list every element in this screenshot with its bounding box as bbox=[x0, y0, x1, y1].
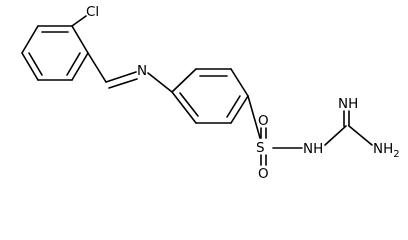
bond bbox=[171, 91, 197, 124]
c-nh2-bond bbox=[348, 125, 373, 146]
aromatic-inner-bond bbox=[226, 95, 241, 118]
bond bbox=[230, 95, 249, 124]
amino-subscript-2: 2 bbox=[393, 149, 399, 160]
bond bbox=[71, 25, 89, 54]
nh-to-c-bond bbox=[324, 125, 347, 146]
sulfur-atom-label: S bbox=[256, 140, 265, 156]
phenylene-ring bbox=[171, 68, 249, 124]
amino-nh2-label: NH2 bbox=[373, 141, 400, 160]
bond bbox=[21, 52, 39, 81]
oxygen-bottom-label: O bbox=[258, 166, 269, 182]
bond bbox=[171, 68, 197, 93]
chlorophenyl-ring bbox=[21, 25, 89, 81]
bond bbox=[230, 68, 249, 97]
bond bbox=[71, 52, 89, 81]
oxygen-top-label: O bbox=[258, 113, 269, 129]
chemical-structure: Cl N S O O NH NH NH2 bbox=[21, 4, 400, 182]
chlorine-atom-label: Cl bbox=[86, 4, 99, 20]
imine-nitrogen-label: N bbox=[137, 63, 147, 79]
ring-to-s-bond bbox=[247, 95, 261, 139]
ring-to-ch-bond bbox=[87, 52, 107, 83]
n-to-ring-bond bbox=[147, 72, 173, 93]
amino-nh-text: NH bbox=[373, 141, 393, 157]
aromatic-inner-bond bbox=[66, 52, 81, 76]
c-cl-bond bbox=[71, 15, 87, 27]
aromatic-inner-bond bbox=[28, 52, 43, 76]
ch-n-double-bond-inner bbox=[108, 78, 138, 89]
sulfonamide-nh-label: NH bbox=[303, 141, 323, 157]
imino-nh-label: NH bbox=[338, 96, 358, 112]
bond bbox=[21, 25, 39, 54]
aromatic-inner-bond bbox=[179, 92, 199, 117]
ch-n-double-bond bbox=[105, 71, 137, 83]
